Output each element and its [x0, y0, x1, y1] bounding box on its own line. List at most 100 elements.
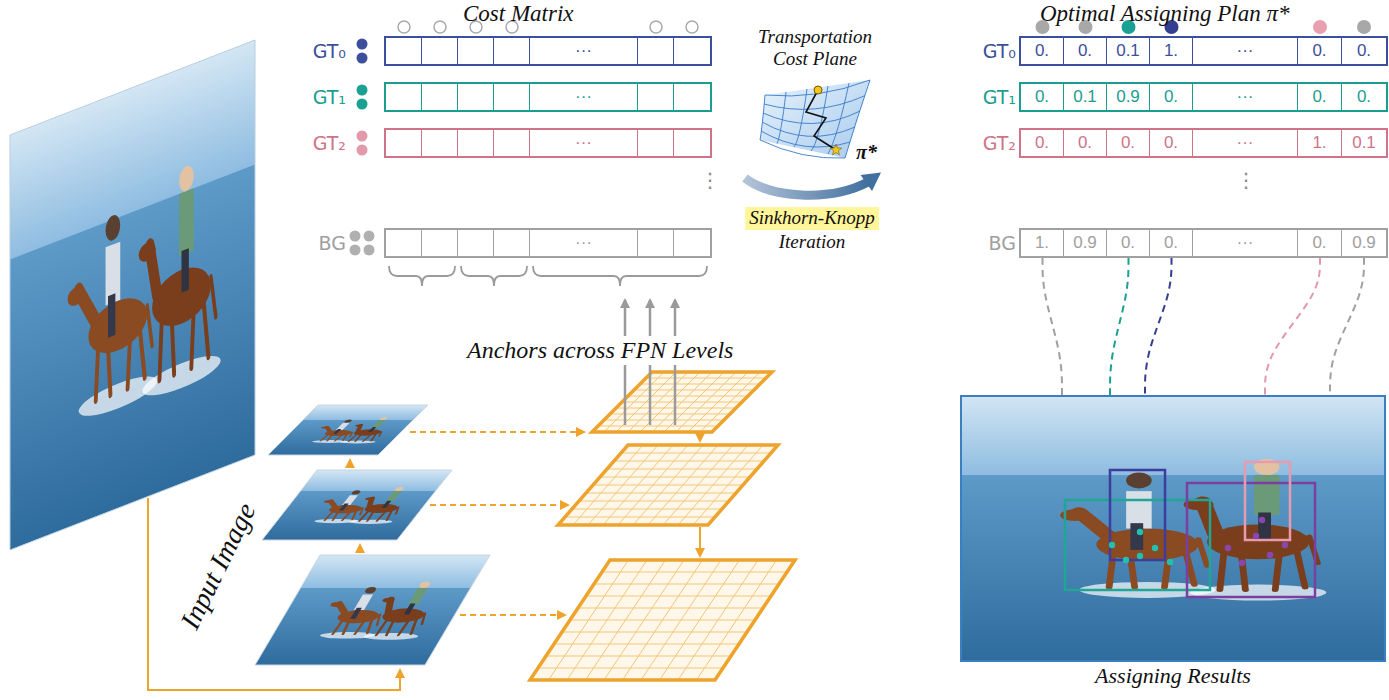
matrix-cell	[494, 130, 530, 156]
matrix-value: 0.9	[1073, 233, 1097, 253]
matrix-cell: 0.	[1021, 84, 1064, 110]
matrix-cell: 0.	[1298, 38, 1342, 64]
matrix-cell	[386, 38, 422, 64]
matrix-value: 1.	[1312, 133, 1326, 153]
matrix-cell: ···	[1193, 130, 1298, 156]
matrix-cell	[638, 84, 674, 110]
matrix-cell	[386, 130, 422, 156]
panel-title: Optimal Assigning Plan π*	[1040, 0, 1289, 28]
matrix-value: 0.	[1312, 233, 1326, 253]
matrix-cell: 1.	[1298, 130, 1342, 156]
matrix-cell	[422, 230, 458, 256]
matrix-cell: 0.	[1107, 130, 1150, 156]
matrix-cell: 0.	[1150, 230, 1193, 256]
cost-matrix-row: ···GT₀	[384, 36, 712, 66]
matrix-cell	[674, 230, 710, 256]
matrix-cell	[458, 230, 494, 256]
assignment-plan-row: 0.0.0.11.···0.0.GT₀	[1019, 36, 1388, 66]
matrix-cell: ···	[530, 84, 638, 110]
image-pyramid	[255, 405, 490, 665]
row-label: GT₀	[313, 41, 346, 62]
matrix-cell	[494, 38, 530, 64]
results-photo	[960, 395, 1386, 662]
assignment-link	[1265, 258, 1320, 395]
results-panel: Assigning Results	[960, 395, 1386, 662]
matrix-cell	[422, 84, 458, 110]
row-label: BG	[319, 233, 346, 254]
matrix-value: 0.	[1312, 41, 1326, 61]
row-label: GT₀	[983, 41, 1016, 62]
assignment-plan-row: 0.0.0.0.···1.0.1GT₂	[1019, 128, 1388, 158]
matrix-cell	[494, 230, 530, 256]
matrix-value: 0.	[1312, 87, 1326, 107]
panel-title: Anchors across FPN Levels	[463, 336, 737, 365]
matrix-cell	[674, 84, 710, 110]
assignment-link	[1110, 258, 1129, 395]
matrix-value: ···	[575, 133, 592, 153]
matrix-cell	[674, 38, 710, 64]
matrix-cell: 0.	[1298, 230, 1342, 256]
matrix-value: ···	[1237, 133, 1254, 153]
matrix-value: ···	[575, 41, 592, 61]
matrix-cell: 0.1	[1342, 130, 1386, 156]
assignment-plan-row: 1.0.90.0.···0.0.9BG	[1019, 228, 1388, 258]
matrix-cell: 0.	[1150, 130, 1193, 156]
matrix-cell	[638, 230, 674, 256]
cost-matrix-row: ···BG	[384, 228, 712, 258]
matrix-value: 0.	[1357, 87, 1371, 107]
matrix-value: ···	[575, 87, 592, 107]
ellipsis: ⋮	[700, 168, 720, 192]
matrix-value: 0.	[1121, 233, 1135, 253]
iteration-arrow	[745, 173, 881, 196]
matrix-cell: ···	[530, 38, 638, 64]
panel-caption: Assigning Results	[1095, 663, 1251, 688]
matrix-cell	[386, 230, 422, 256]
matrix-value: 0.	[1357, 41, 1371, 61]
matrix-value: 0.1	[1073, 87, 1097, 107]
matrix-cell	[638, 38, 674, 64]
row-label: GT₁	[313, 87, 346, 108]
matrix-value: 0.1	[1352, 133, 1376, 153]
matrix-cell: ···	[530, 130, 638, 156]
matrix-cell: 0.	[1107, 230, 1150, 256]
row-label: GT₁	[983, 87, 1016, 108]
assignment-link	[1043, 258, 1063, 395]
matrix-cell: 0.	[1150, 84, 1193, 110]
matrix-value: 0.9	[1116, 87, 1140, 107]
matrix-value: 1.	[1035, 233, 1049, 253]
gt-dots	[350, 39, 375, 256]
matrix-value: 0.1	[1116, 41, 1140, 61]
matrix-cell: 0.	[1021, 38, 1064, 64]
matrix-value: 1.	[1164, 41, 1178, 61]
matrix-value: 0.	[1164, 133, 1178, 153]
matrix-cell	[422, 130, 458, 156]
matrix-cell: 0.	[1064, 38, 1107, 64]
matrix-cell: 0.1	[1107, 38, 1150, 64]
ellipsis: ⋮	[1236, 168, 1256, 192]
row-label: BG	[989, 233, 1016, 254]
cost-matrix-row: ···GT₂	[384, 128, 712, 158]
matrix-cell	[458, 130, 494, 156]
matrix-value: 0.	[1078, 41, 1092, 61]
matrix-value: 0.	[1035, 41, 1049, 61]
matrix-cell	[674, 130, 710, 156]
matrix-cell: 1.	[1021, 230, 1064, 256]
matrix-cell: 0.9	[1107, 84, 1150, 110]
feature-grids	[530, 372, 795, 680]
matrix-value: 0.9	[1352, 233, 1376, 253]
matrix-cell: 0.9	[1342, 230, 1386, 256]
matrix-value: ···	[575, 233, 592, 253]
fpn-arrows	[148, 432, 700, 690]
cost-matrix-row: ···GT₁	[384, 82, 712, 112]
matrix-value: 0.	[1035, 87, 1049, 107]
method-label: Iteration	[779, 231, 846, 254]
matrix-cell	[422, 38, 458, 64]
matrix-cell: 0.9	[1064, 230, 1107, 256]
matrix-cell	[638, 130, 674, 156]
input-image	[10, 40, 255, 550]
assignment-plan-row: 0.0.10.90.···0.0.GT₁	[1019, 82, 1388, 112]
panel-title: Input Image	[173, 497, 263, 634]
matrix-cell	[458, 38, 494, 64]
panel-title: Cost Matrix	[463, 0, 574, 28]
step-label: Transportation Cost Plane	[750, 26, 880, 70]
